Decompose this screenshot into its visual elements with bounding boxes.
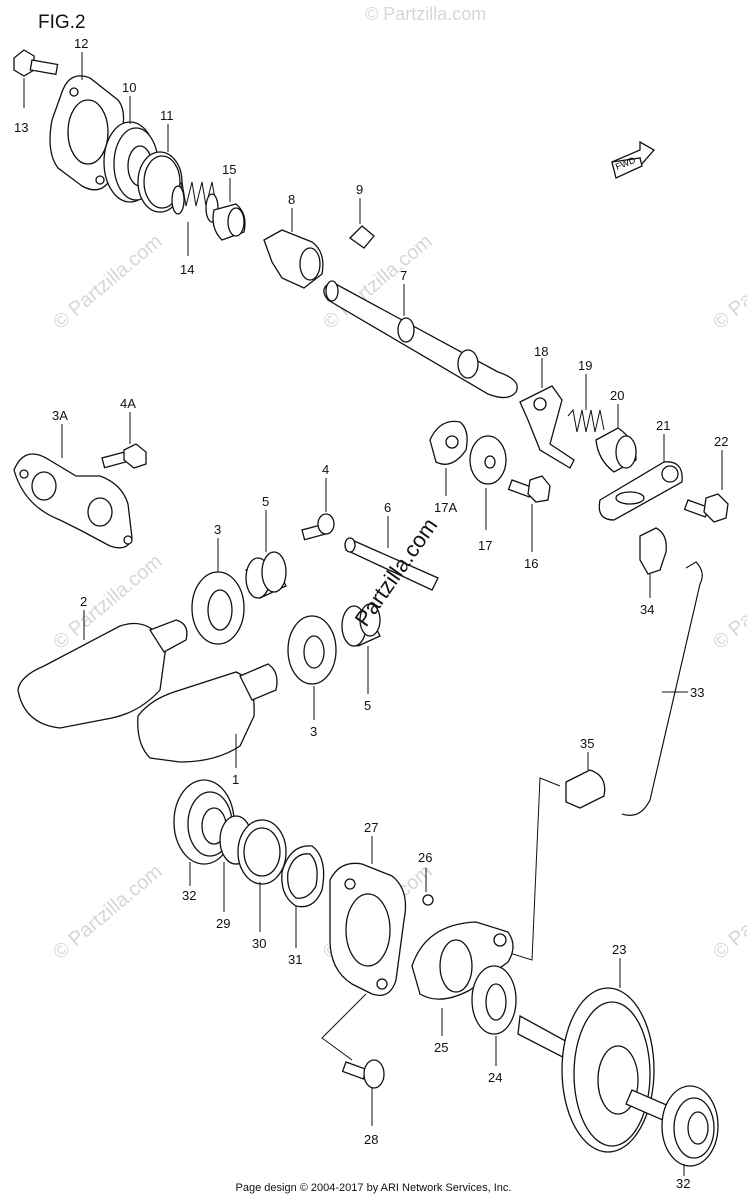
- label-32-right: 32: [676, 1176, 691, 1191]
- label-3A: 3A: [52, 408, 68, 423]
- label-8: 8: [288, 192, 295, 207]
- part-7-shaft: [323, 280, 518, 399]
- watermark-right-2: © Partzilla.com: [709, 550, 747, 653]
- label-24: 24: [488, 1070, 502, 1085]
- label-18: 18: [534, 344, 548, 359]
- label-5-lower: 5: [364, 698, 371, 713]
- part-25-plate: [411, 921, 514, 1036]
- label-3-lower: 3: [310, 724, 317, 739]
- part-2-valve: [17, 610, 188, 729]
- label-27: 27: [364, 820, 378, 835]
- label-11: 11: [160, 108, 174, 123]
- label-23: 23: [612, 942, 626, 957]
- part-21-lever: [598, 434, 683, 521]
- part-28-screw: [341, 1059, 385, 1126]
- part-19-spring: [567, 374, 605, 433]
- label-17: 17: [478, 538, 492, 553]
- part-26-ball: [422, 868, 434, 906]
- part-6-pin: [344, 516, 439, 591]
- label-14: 14: [180, 262, 194, 277]
- part-20-collar: [595, 404, 637, 473]
- part-9-pin: [348, 198, 375, 249]
- part-16-bolt: [507, 475, 551, 552]
- part-5-sleeve-upper: [245, 510, 287, 599]
- label-20: 20: [610, 388, 624, 403]
- label-7: 7: [400, 268, 407, 283]
- part-18-bracket: [519, 358, 575, 469]
- part-17A-washer: [429, 420, 468, 496]
- leader-27: [321, 993, 367, 1061]
- label-25: 25: [434, 1040, 448, 1055]
- label-22: 22: [714, 434, 728, 449]
- label-35: 35: [580, 736, 594, 751]
- watermark-center: Partzilla.com: [350, 513, 443, 630]
- part-labels: 13 12 10 11 15 14 8 9 7 18 19 20 21 22 3…: [14, 36, 728, 1147]
- part-27-plate: [329, 836, 407, 997]
- label-5-upper: 5: [262, 494, 269, 509]
- label-4A: 4A: [120, 396, 136, 411]
- part-34-clip: [639, 527, 667, 598]
- label-16: 16: [524, 556, 538, 571]
- label-19: 19: [578, 358, 592, 373]
- label-17A: 17A: [434, 500, 457, 515]
- part-23-gear: [517, 958, 679, 1153]
- label-34: 34: [640, 602, 654, 617]
- label-30: 30: [252, 936, 266, 951]
- part-3A-gasket: [13, 424, 133, 549]
- label-28: 28: [364, 1132, 378, 1147]
- part-14-spring: [171, 180, 219, 256]
- part-5-sleeve-lower: [341, 603, 381, 694]
- part-3-washer-lower: [287, 615, 337, 720]
- label-4: 4: [322, 462, 329, 477]
- part-15-collar: [212, 178, 246, 241]
- label-32-left: 32: [182, 888, 196, 903]
- part-13-bolt: [13, 49, 59, 108]
- part-1-valve: [137, 663, 278, 768]
- label-12: 12: [74, 36, 88, 51]
- label-15: 15: [222, 162, 236, 177]
- part-4-bolt: [301, 478, 335, 541]
- part-30-washer: [237, 819, 287, 932]
- part-31-seal: [281, 845, 325, 948]
- label-31: 31: [288, 952, 302, 967]
- footer-copyright: Page design © 2004-2017 by ARI Network S…: [235, 1182, 512, 1194]
- label-26: 26: [418, 850, 432, 865]
- label-2: 2: [80, 594, 87, 609]
- label-1: 1: [232, 772, 239, 787]
- part-17-washer: [469, 435, 507, 530]
- watermark-left-1: © Partzilla.com: [49, 230, 166, 333]
- label-33: 33: [690, 685, 704, 700]
- part-22-bolt: [683, 450, 729, 523]
- part-24-seal: [471, 965, 517, 1066]
- watermark-right-1: © Partzilla.com: [709, 230, 747, 333]
- label-10: 10: [122, 80, 136, 95]
- label-6: 6: [384, 500, 391, 515]
- label-29: 29: [216, 916, 230, 931]
- fwd-arrow-icon: FWD: [611, 140, 656, 179]
- label-3-upper: 3: [214, 522, 221, 537]
- figure-title: FIG.2: [38, 12, 86, 33]
- part-3-washer-upper: [191, 538, 245, 645]
- part-35-clip: [565, 752, 606, 809]
- part-8-guide: [263, 208, 324, 289]
- label-21: 21: [656, 418, 670, 433]
- part-32-bearing-right: [661, 1085, 719, 1176]
- watermark-top: © Partzilla.com: [365, 4, 486, 24]
- leader-35: [499, 777, 561, 961]
- watermark-right-3: © Partzilla.com: [709, 860, 747, 963]
- part-33-rod: [621, 561, 703, 816]
- part-4A-bolt: [101, 412, 147, 469]
- label-13: 13: [14, 120, 28, 135]
- watermark-left-3: © Partzilla.com: [49, 860, 166, 963]
- label-9: 9: [356, 182, 363, 197]
